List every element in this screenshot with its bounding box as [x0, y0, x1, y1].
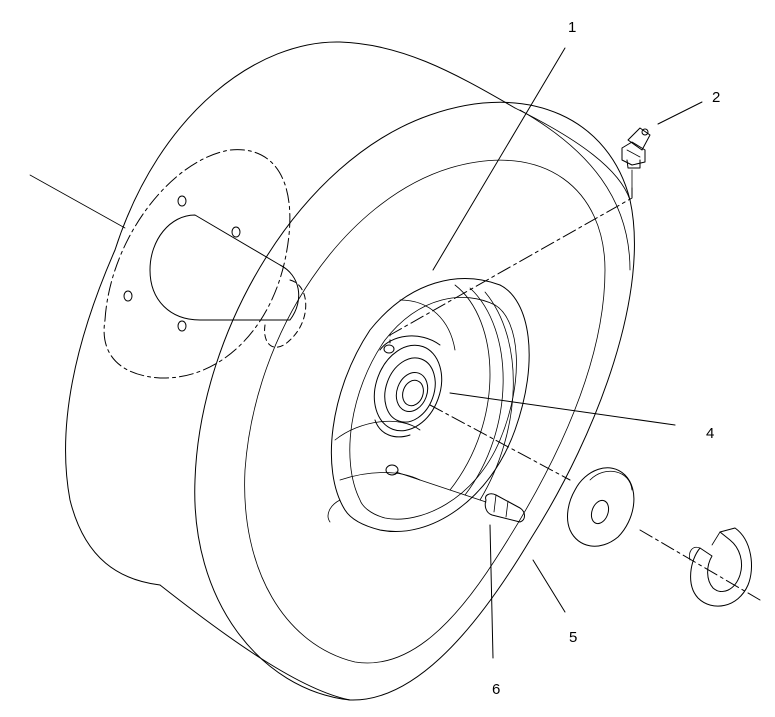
washer-edge	[589, 471, 633, 491]
tire-front-sidewall-inner	[244, 159, 606, 664]
bearing-seal	[384, 357, 436, 423]
retaining-ring	[689, 527, 753, 607]
back-hub-flange	[103, 149, 291, 379]
rim	[327, 278, 530, 532]
bolt-hole-3	[123, 290, 133, 302]
washer	[567, 467, 635, 547]
callout-6: 6	[492, 681, 500, 698]
tire-bottom-edge	[159, 584, 351, 701]
grease-fitting-thread	[626, 159, 641, 169]
tire-back-top-edge	[114, 41, 516, 251]
grease-fitting-nipple	[641, 128, 649, 136]
callout-2: 2	[712, 89, 720, 106]
retaining-ring-ear	[689, 546, 701, 561]
grease-fitting-install-path	[389, 187, 633, 346]
leader-line-4	[449, 392, 676, 426]
bolt-hole-1	[177, 195, 187, 207]
bearing-bore	[402, 379, 424, 407]
tire-front-sidewall-outer	[194, 101, 635, 701]
back-hub-hidden	[103, 149, 307, 379]
axle-centerline-end	[639, 529, 761, 601]
rim-lip	[327, 499, 341, 523]
bearing-inner-race	[395, 372, 429, 412]
axle-centerline-front	[429, 404, 571, 481]
rim-ring-2	[464, 287, 504, 496]
grease-fitting	[621, 127, 651, 189]
callout-5: 5	[569, 629, 577, 646]
washer-outer	[567, 467, 635, 547]
tire-back-left-edge	[65, 249, 161, 586]
axle-centerline-back	[29, 174, 126, 229]
valve-stem-neck	[505, 500, 509, 518]
valve-stem-base	[493, 494, 497, 513]
bearing-housing-bottom	[374, 419, 411, 438]
leader-line-1	[432, 47, 566, 271]
back-hub-slot	[264, 279, 307, 348]
callout-1: 1	[568, 19, 576, 36]
retaining-ring-body	[690, 527, 753, 607]
bolt-hole-2	[231, 226, 241, 238]
leader-line-2	[657, 101, 703, 125]
grease-fitting-head	[627, 127, 651, 151]
rim-ring-3	[479, 291, 514, 501]
bearing-outer-race	[373, 344, 443, 432]
rim-ring-1	[449, 284, 491, 491]
grease-fitting-hex-edge	[626, 149, 641, 158]
tire	[65, 41, 635, 701]
rim-outer	[330, 278, 530, 532]
valve-stem-body	[484, 493, 525, 523]
grease-port-hole	[383, 344, 395, 354]
valve-stem-install-line	[395, 471, 487, 503]
washer-hole	[590, 499, 610, 525]
retaining-ring-tab	[711, 531, 721, 546]
leader-line-6	[489, 524, 494, 659]
leader-line-5	[532, 559, 566, 613]
valve-stem	[484, 493, 525, 523]
tire-tread-top	[514, 107, 631, 201]
callout-4: 4	[706, 425, 714, 442]
rim-inner-1	[349, 297, 517, 520]
bolt-hole-4	[177, 320, 187, 332]
bearing	[373, 335, 443, 476]
back-hub-bore	[149, 214, 300, 321]
valve-stem-hole	[385, 464, 399, 476]
grease-fitting-hex	[621, 141, 646, 166]
rim-web-2	[339, 472, 421, 481]
bearing-housing-top	[379, 335, 441, 351]
rim-web-3	[399, 299, 456, 351]
tire-tread-shoulder	[519, 109, 631, 271]
rim-web-1	[334, 420, 421, 441]
